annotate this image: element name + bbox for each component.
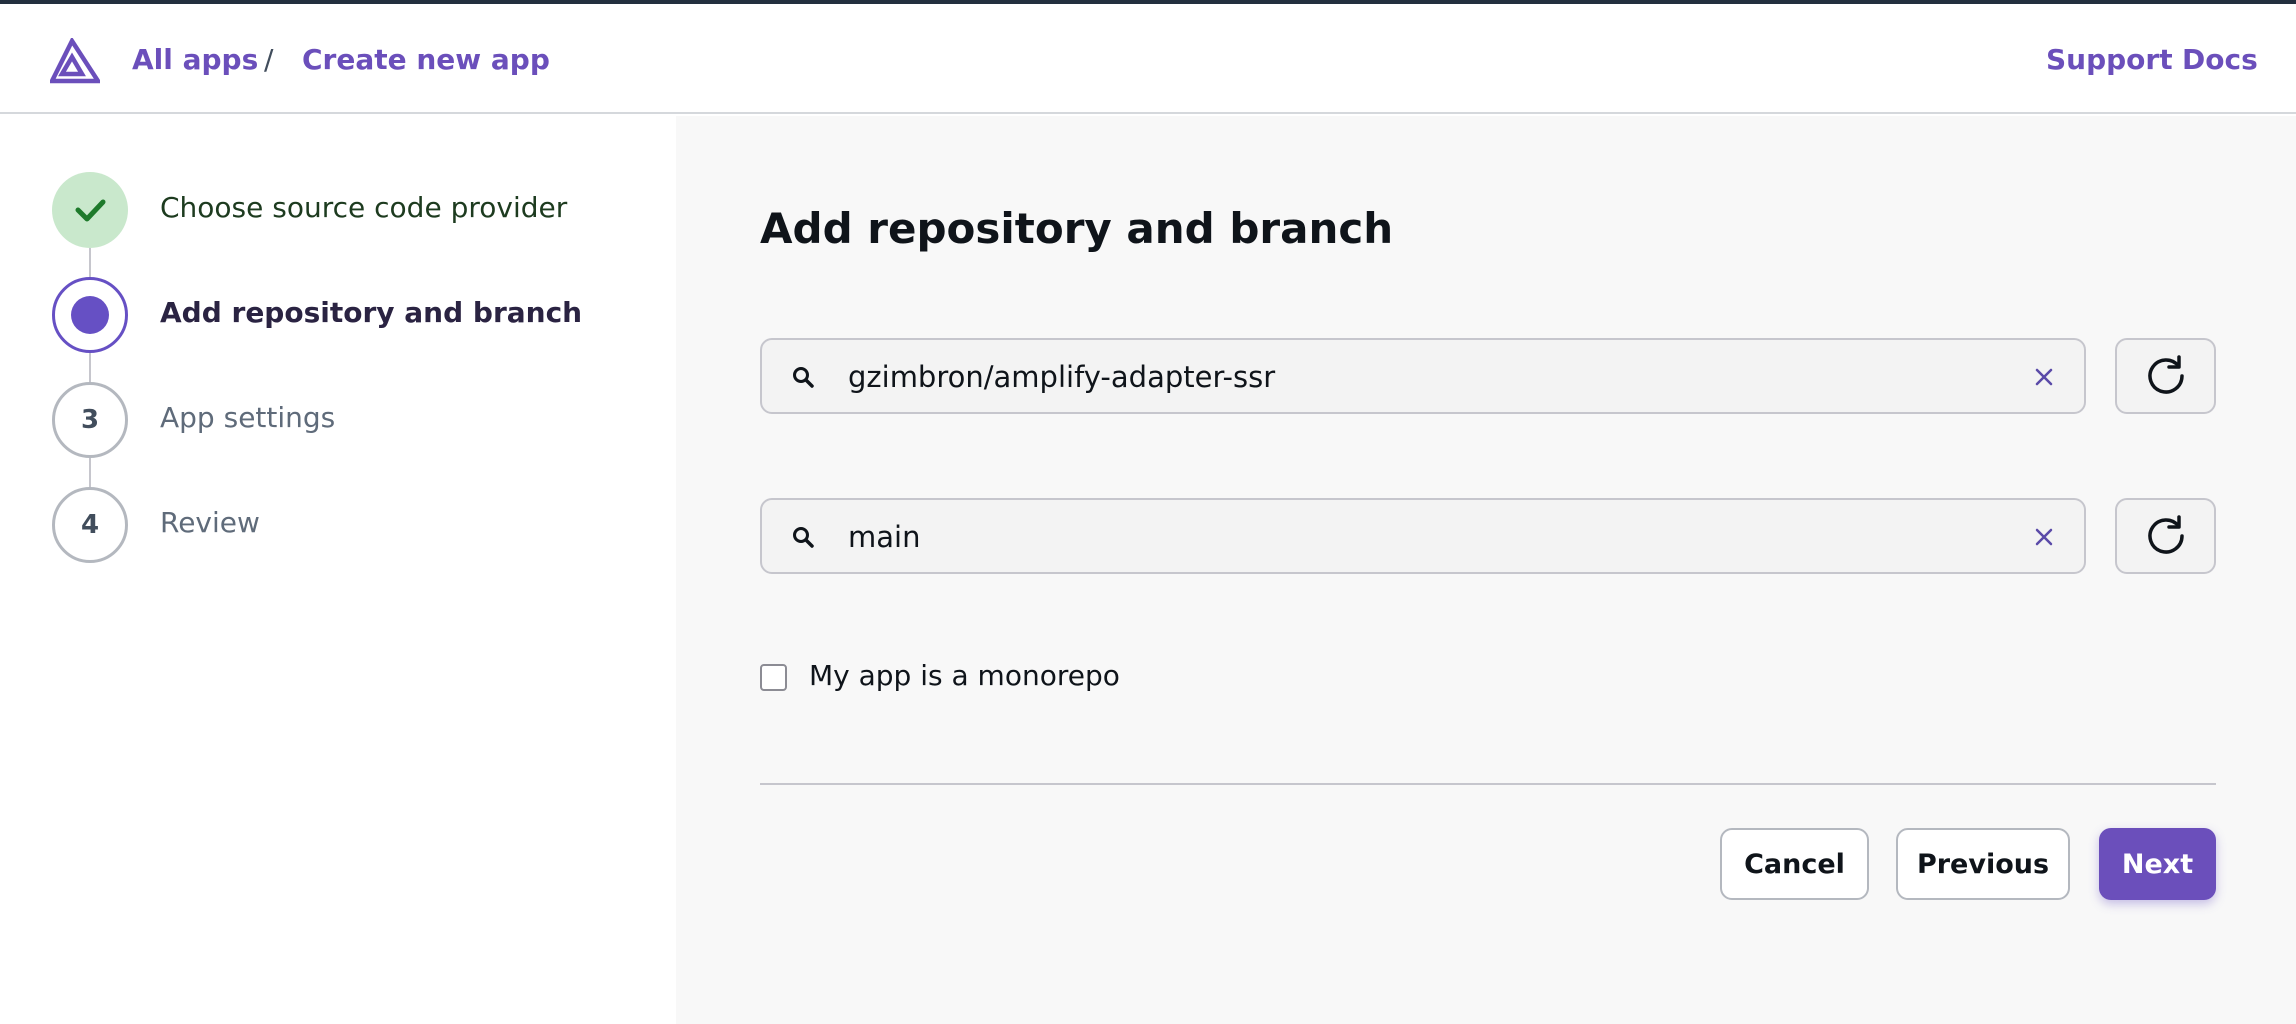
amplify-logo-icon[interactable] [50,38,100,84]
search-icon [793,367,814,388]
refresh-icon [2147,515,2184,554]
step-3-label: App settings [160,401,336,434]
close-icon[interactable] [2032,525,2056,549]
step-4-indicator: 4 [52,487,128,563]
monorepo-checkbox[interactable] [760,664,787,691]
support-link[interactable]: Support [2046,43,2173,76]
form-divider [760,783,2216,785]
breadcrumb-create-new-app[interactable]: Create new app [302,43,550,76]
monorepo-checkbox-label[interactable]: My app is a monorepo [809,659,1120,692]
refresh-icon [2147,355,2184,394]
page-title: Add repository and branch [760,204,1394,253]
step-1-indicator [52,172,128,248]
refresh-repositories-button[interactable] [2115,338,2216,414]
active-step-dot [71,296,109,334]
search-icon [793,527,814,548]
step-1-label[interactable]: Choose source code provider [160,191,568,224]
previous-button[interactable]: Previous [1896,828,2070,900]
wizard-steps-sidebar: Choose source code provider Add reposito… [0,116,676,1024]
next-button[interactable]: Next [2099,828,2216,900]
step-connector [89,353,91,385]
breadcrumb-all-apps[interactable]: All apps [132,43,259,76]
breadcrumb-separator: / [264,43,274,76]
checkmark-icon [75,199,106,222]
step-2-label: Add repository and branch [160,296,583,329]
step-4-number: 4 [80,510,100,540]
step-connector [89,458,91,490]
step-2-indicator [52,277,128,353]
step-3-indicator: 3 [52,382,128,458]
branch-value[interactable]: main [848,520,921,554]
cancel-button[interactable]: Cancel [1720,828,1869,900]
step-3-number: 3 [80,405,100,435]
branch-search-input[interactable]: main [760,498,2086,574]
top-navigation: All apps / Create new app Support Docs [0,4,2296,114]
refresh-branches-button[interactable] [2115,498,2216,574]
docs-link[interactable]: Docs [2182,43,2258,76]
top-accent-bar [0,0,2296,4]
step-4-label: Review [160,506,260,539]
close-icon[interactable] [2032,365,2056,389]
step-connector [89,248,91,280]
main-content: Add repository and branch gzimbron/ampli… [676,116,2296,1024]
repository-search-input[interactable]: gzimbron/amplify-adapter-ssr [760,338,2086,414]
repository-value[interactable]: gzimbron/amplify-adapter-ssr [848,360,1276,394]
